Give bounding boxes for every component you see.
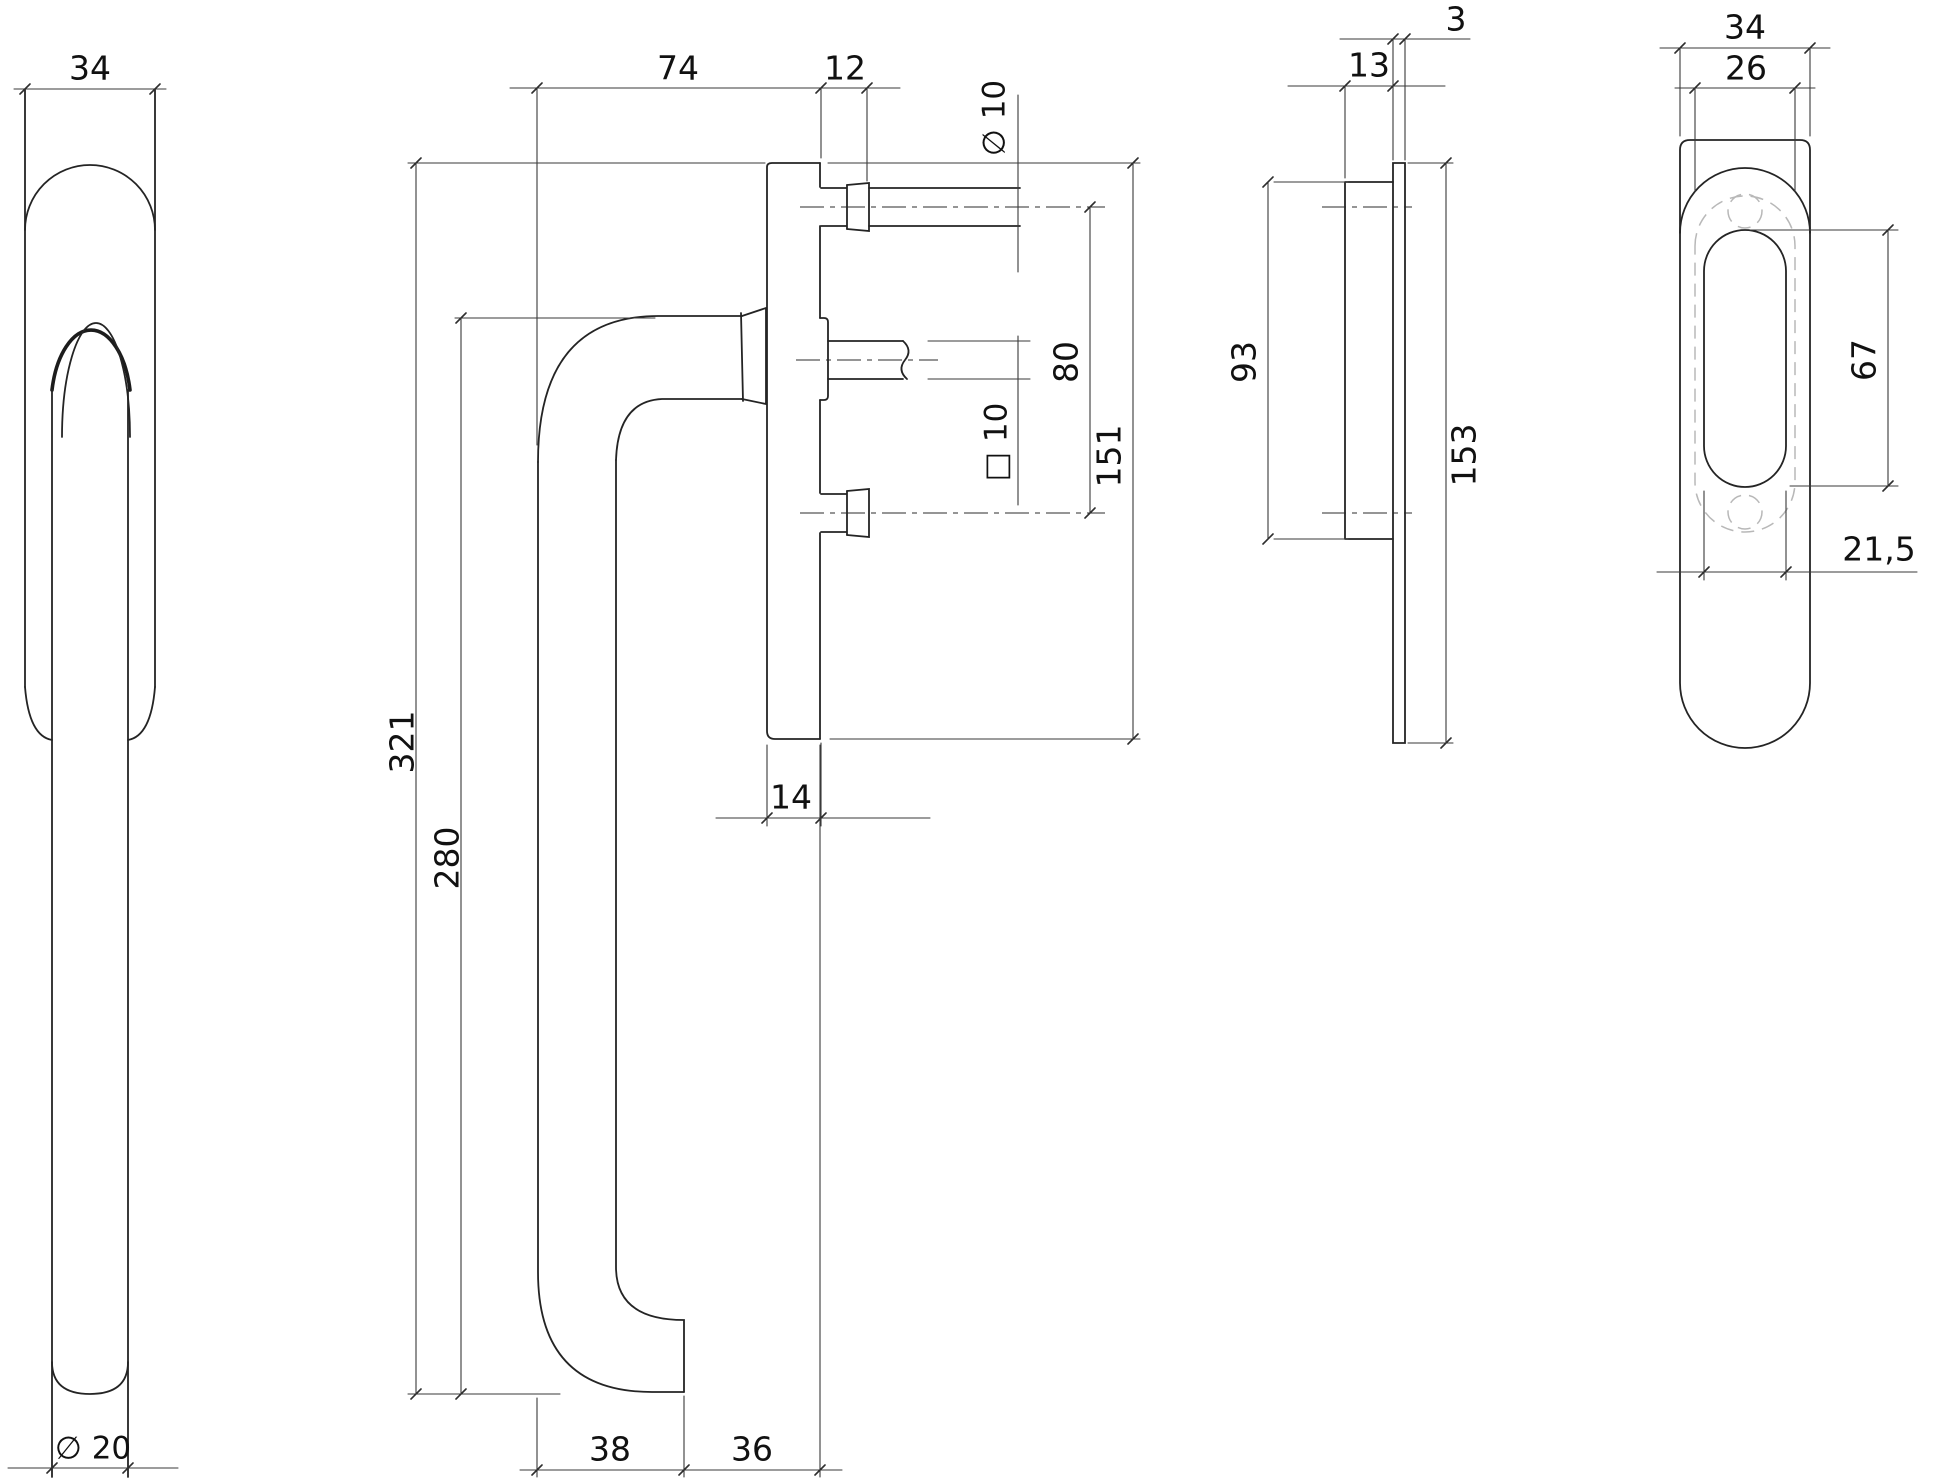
profile-inner-strip <box>1344 181 1394 540</box>
dim-profile-height-label: 153 <box>1445 424 1484 487</box>
dim-inner-height-label: 93 <box>1225 341 1264 383</box>
spindle-break <box>900 340 910 380</box>
dim-grip-length-label: 280 <box>428 827 467 890</box>
dim-spindle-size-label: □ 10 <box>979 403 1015 482</box>
dim-screw-spacing-label: 80 <box>1047 341 1086 383</box>
plate-recess-hidden <box>1694 195 1796 533</box>
dim-slot-width: 21,5 <box>1656 490 1918 581</box>
dim-side-screw-len-label: 12 <box>824 49 866 88</box>
grip-bottom-cap <box>51 1361 129 1395</box>
dim-slot-width-label: 21,5 <box>1842 530 1915 569</box>
plate-slot <box>1703 229 1787 488</box>
view-side-handle: 74 12 ∅ 10 □ 10 80 151 321 <box>383 49 1141 1478</box>
neck-underside <box>615 398 743 461</box>
dim-front-width-label: 34 <box>69 49 111 88</box>
dim-slot-height-label: 67 <box>1845 339 1884 381</box>
dim-side-plate-height: 151 <box>827 157 1141 745</box>
view-front-handle: 34 ∅ 20 <box>7 49 179 1478</box>
dim-plate-thickness-label: 14 <box>770 778 812 817</box>
plate-outline <box>1679 139 1811 749</box>
dim-total-height-label: 321 <box>383 711 422 774</box>
dim-front-grip-dia: ∅ 20 <box>7 1431 179 1474</box>
dim-total-depth: 13 <box>1287 46 1446 179</box>
dim-plate-width: 34 <box>1659 8 1831 137</box>
neck-cone <box>741 306 767 406</box>
dim-screw-spacing: 80 <box>1047 201 1096 519</box>
view-plate-profile: 3 13 93 153 <box>1225 0 1484 749</box>
plate-dome-outline <box>24 164 156 231</box>
dim-total-height: 321 280 <box>383 157 766 1400</box>
plate-front-face <box>766 162 821 740</box>
dim-recess-width-label: 26 <box>1725 49 1767 88</box>
screw-hole-top-hidden <box>1727 193 1763 229</box>
dim-screw-dia: ∅ 10 <box>977 80 1019 273</box>
dim-recess-width: 26 <box>1674 49 1816 193</box>
dim-profile-height: 153 <box>1407 157 1484 749</box>
dim-spindle-size: □ 10 <box>927 335 1031 506</box>
dim-screw-dia-label: ∅ 10 <box>977 80 1013 156</box>
dim-face-thickness: 3 <box>1339 0 1471 161</box>
screw-top <box>800 182 1105 232</box>
view-plate-front: 34 26 67 21,5 <box>1656 8 1918 749</box>
dim-side-depth-label: 74 <box>657 49 699 88</box>
plate-dome-arc <box>1679 167 1811 234</box>
profile-face-slab <box>1392 162 1406 744</box>
dim-side-plate-height-label: 151 <box>1090 425 1129 488</box>
neck-cone-left-edge <box>740 312 744 402</box>
dim-front-width: 34 <box>13 49 167 95</box>
dim-grip-offset-label: 38 <box>589 1430 631 1469</box>
dim-slot-height: 67 <box>1749 224 1899 492</box>
profile-screw-centerlines <box>1322 206 1412 514</box>
screw-hole-bottom-hidden <box>1727 494 1763 530</box>
dim-bottom-offsets: 38 36 <box>519 744 843 1478</box>
spindle-shaft <box>827 340 904 380</box>
dim-plate-width-label: 34 <box>1724 8 1766 47</box>
dim-plate-offset-label: 36 <box>731 1430 773 1469</box>
plate-bottom-arcs <box>24 686 156 741</box>
screw-bottom <box>800 488 1105 538</box>
grip-outer-edge <box>537 461 685 1393</box>
dim-side-depth: 74 12 <box>509 49 901 446</box>
grip-neck-arch-outer <box>50 328 132 392</box>
plate-side-edges <box>24 88 156 688</box>
grip-bar-edges <box>51 389 129 1478</box>
dim-front-grip-dia-label: ∅ 20 <box>55 1431 131 1467</box>
dim-face-thickness-label: 3 <box>1446 0 1467 39</box>
spindle-collar <box>819 317 829 401</box>
dim-inner-height: 93 <box>1225 176 1349 545</box>
neck-top-bend <box>537 315 743 463</box>
grip-neck-arch-inner <box>61 322 131 438</box>
dim-total-depth-label: 13 <box>1348 46 1390 85</box>
dim-plate-thickness: 14 <box>715 742 931 827</box>
grip-inner-edge <box>615 459 685 1393</box>
